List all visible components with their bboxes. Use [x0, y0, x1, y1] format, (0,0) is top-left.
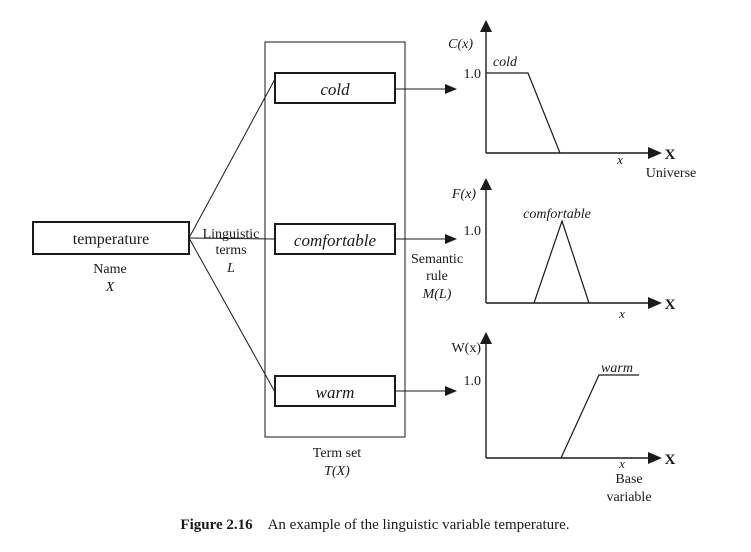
term-label-comfortable: comfortable [294, 231, 377, 250]
variable-name-symbol: X [105, 280, 115, 295]
linguistic-terms-line1: Linguistic [203, 227, 260, 242]
figure-caption-label: Figure 2.16 [180, 517, 253, 533]
variable-name-label: Name [93, 262, 126, 277]
y-axis-label: C(x) [448, 37, 473, 52]
membership-curve [486, 72, 561, 154]
x-axis-label: X [665, 297, 676, 313]
x-axis-label: X [665, 147, 676, 163]
variable-name-value: temperature [73, 231, 149, 248]
y-axis-arrowhead [480, 332, 492, 344]
one-tick-label: 1.0 [464, 224, 482, 239]
term-label-cold: cold [320, 80, 350, 99]
term-box-warm [274, 375, 396, 407]
membership-plot-cold: C(x) 1.0 cold x X Universe [448, 20, 696, 181]
term-set-symbol: T(X) [324, 464, 350, 479]
semantic-rule-symbol: M(L) [422, 287, 452, 302]
x-axis-arrowhead [648, 147, 662, 159]
one-tick-label: 1.0 [464, 374, 482, 389]
y-axis-arrowhead [480, 20, 492, 32]
term-box-cold [274, 72, 396, 104]
y-axis-label: F(x) [451, 187, 476, 202]
linguistic-terms-line2: terms [215, 243, 246, 258]
membership-curve [560, 374, 639, 459]
curve-label: cold [493, 55, 518, 70]
x-axis-label: X [665, 452, 676, 468]
x-symbol: x [616, 152, 623, 167]
semantic-rule-line2: rule [426, 269, 448, 284]
variable-name-box [32, 221, 190, 255]
x-axis-arrowhead [648, 452, 662, 464]
x-axis-arrowhead [648, 297, 662, 309]
semantic-rule-line1: Semantic [411, 252, 463, 267]
term-set-label: Term set [313, 446, 362, 461]
x-symbol: x [618, 456, 625, 471]
axis-caption-line1: Universe [646, 166, 697, 181]
axis-caption-line2: variable [606, 490, 651, 505]
curve-label: warm [601, 361, 633, 376]
figure-caption-text: An example of the linguistic variable te… [268, 517, 570, 533]
linguistic-terms-symbol: L [226, 261, 235, 276]
curve-label: comfortable [523, 207, 591, 222]
mapping-arrow-cold [395, 84, 457, 94]
membership-curve [533, 219, 590, 304]
figure-caption: Figure 2.16 An example of the linguistic… [180, 517, 569, 533]
term-connector-lines [188, 78, 276, 393]
mapping-arrow-comfortable [395, 234, 457, 244]
term-label-warm: warm [316, 383, 355, 402]
y-axis-arrowhead [480, 178, 492, 190]
axis-caption-line1: Base [615, 472, 642, 487]
x-symbol: x [618, 306, 625, 321]
one-tick-label: 1.0 [464, 67, 482, 82]
membership-plot-warm: W(x) 1.0 warm x X Base variable [451, 332, 676, 505]
y-axis-label: W(x) [451, 341, 481, 356]
mapping-arrow-warm [395, 386, 457, 396]
membership-plot-comfortable: F(x) 1.0 comfortable x X [451, 178, 676, 321]
